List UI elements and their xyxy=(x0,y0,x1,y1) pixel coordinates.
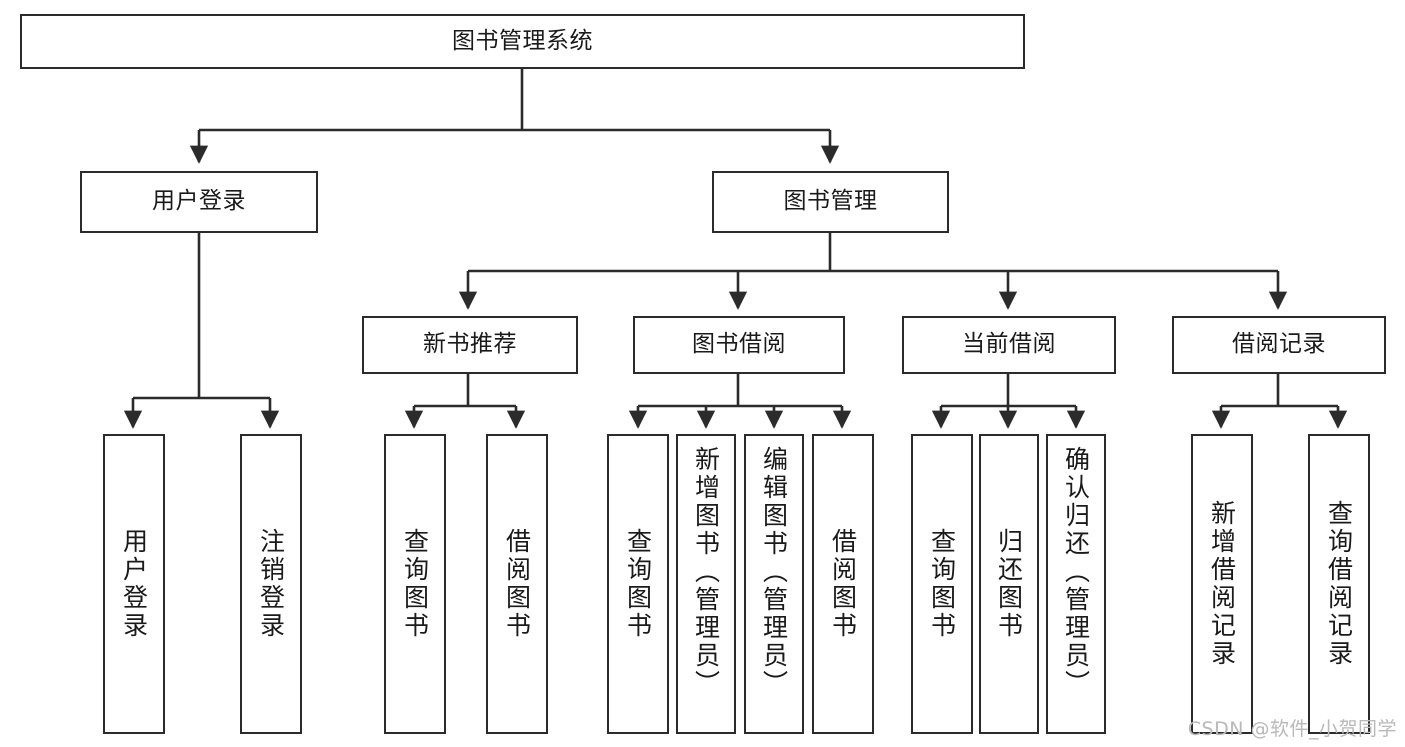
leaf-user-login-login[interactable]: 用户登录 xyxy=(103,434,165,734)
node-borrow-record[interactable]: 借阅记录 xyxy=(1172,316,1386,374)
node-label: 新增借阅记录 xyxy=(1207,500,1237,668)
leaf-book-borrow-edit-admin[interactable]: 编辑图书（管理员） xyxy=(744,434,804,734)
leaf-borrow-record-add[interactable]: 新增借阅记录 xyxy=(1191,434,1253,734)
leaf-new-book-query[interactable]: 查询图书 xyxy=(384,434,446,734)
node-label: 查询图书 xyxy=(400,528,430,640)
node-new-book-recommend[interactable]: 新书推荐 xyxy=(362,316,578,374)
node-label: 图书管理系统 xyxy=(452,27,593,54)
node-label: 当前借阅 xyxy=(962,331,1056,358)
node-label: 用户登录 xyxy=(152,188,246,215)
node-label: 借阅图书 xyxy=(502,528,532,640)
node-label: 查询图书 xyxy=(927,528,957,640)
node-label: 新书推荐 xyxy=(423,331,517,358)
leaf-borrow-record-query[interactable]: 查询借阅记录 xyxy=(1308,434,1370,734)
node-label: 编辑图书（管理员） xyxy=(759,446,789,698)
leaf-book-borrow-borrow[interactable]: 借阅图书 xyxy=(812,434,874,734)
leaf-book-borrow-query[interactable]: 查询图书 xyxy=(607,434,669,734)
node-label: 注销登录 xyxy=(256,528,286,640)
leaf-new-book-borrow[interactable]: 借阅图书 xyxy=(486,434,548,734)
node-label: 确认归还（管理员） xyxy=(1061,446,1091,698)
node-label: 图书借阅 xyxy=(692,331,786,358)
node-label: 借阅图书 xyxy=(828,528,858,640)
node-label: 查询图书 xyxy=(623,528,653,640)
leaf-user-login-logout[interactable]: 注销登录 xyxy=(240,434,302,734)
node-label: 新增图书（管理员） xyxy=(691,446,721,698)
node-label: 查询借阅记录 xyxy=(1324,500,1354,668)
node-user-login[interactable]: 用户登录 xyxy=(80,171,318,233)
leaf-current-borrow-confirm-admin[interactable]: 确认归还（管理员） xyxy=(1046,434,1106,734)
leaf-current-borrow-return[interactable]: 归还图书 xyxy=(979,434,1039,734)
node-label: 图书管理 xyxy=(783,188,878,215)
node-label: 用户登录 xyxy=(119,528,149,640)
csdn-watermark: CSDN @软件_小贺同学 xyxy=(1187,718,1397,740)
node-book-borrow[interactable]: 图书借阅 xyxy=(633,316,845,374)
node-root-system[interactable]: 图书管理系统 xyxy=(20,14,1025,69)
leaf-current-borrow-query[interactable]: 查询图书 xyxy=(911,434,973,734)
node-book-management[interactable]: 图书管理 xyxy=(712,171,949,233)
node-label: 归还图书 xyxy=(994,528,1024,640)
node-label: 借阅记录 xyxy=(1232,331,1326,358)
leaf-book-borrow-add-admin[interactable]: 新增图书（管理员） xyxy=(676,434,736,734)
node-current-borrow[interactable]: 当前借阅 xyxy=(902,316,1116,374)
